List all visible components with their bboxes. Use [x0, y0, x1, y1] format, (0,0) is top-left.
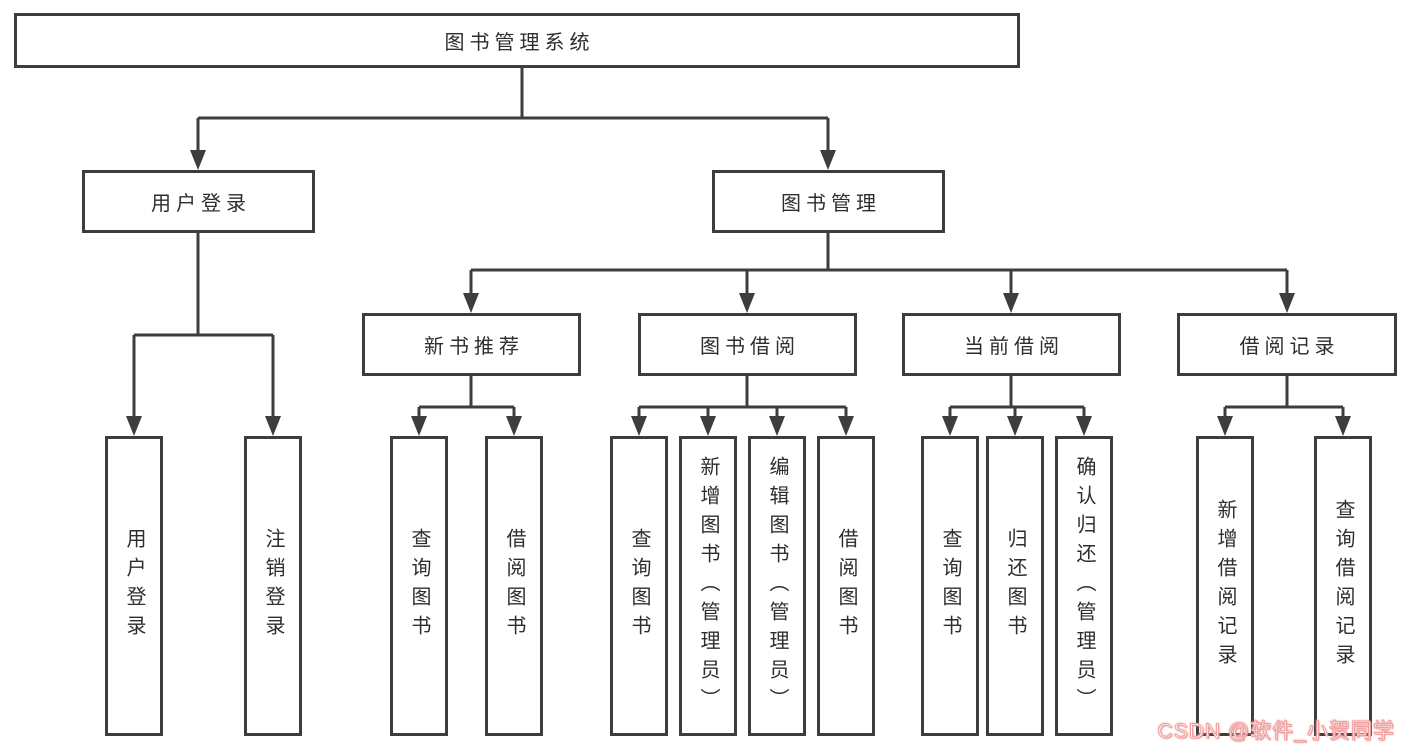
node-label: 借阅图书 — [835, 528, 857, 644]
node-edit-book-admin: 编辑图书（管理员） — [748, 436, 806, 736]
node-confirm-return-admin: 确认归还（管理员） — [1055, 436, 1113, 736]
node-borrow-book: 借阅图书 — [485, 436, 543, 736]
node-label: 查询图书 — [939, 528, 961, 644]
node-label: 新书推荐 — [424, 336, 524, 358]
node-add-borrow-record: 新增借阅记录 — [1196, 436, 1254, 736]
node-borrow-book: 借阅图书 — [817, 436, 875, 736]
node-label: 查询借阅记录 — [1332, 499, 1354, 673]
node-label: 借阅记录 — [1239, 336, 1340, 358]
node-label: 图书管理系统 — [444, 32, 595, 54]
node-label: 确认归还（管理员） — [1073, 455, 1095, 717]
node-book-management-branch: 图书管理 — [712, 170, 945, 233]
node-library-management-system: 图书管理系统 — [14, 13, 1020, 68]
node-label: 图书管理 — [781, 193, 881, 215]
csdn-watermark: CSDN @软件_小贺同学 — [1157, 720, 1395, 744]
node-new-book-recommend: 新书推荐 — [362, 313, 581, 376]
node-label: 用户登录 — [151, 193, 251, 215]
node-label: 注销登录 — [262, 528, 284, 644]
node-book-borrow: 图书借阅 — [638, 313, 857, 376]
node-logout: 注销登录 — [244, 436, 302, 736]
node-label: 归还图书 — [1004, 528, 1026, 644]
node-label: 新增借阅记录 — [1214, 499, 1236, 673]
node-borrow-records: 借阅记录 — [1177, 313, 1397, 376]
node-label: 当前借阅 — [964, 336, 1064, 358]
node-add-book-admin: 新增图书（管理员） — [679, 436, 737, 736]
node-label: 用户登录 — [123, 528, 145, 644]
node-label: 查询图书 — [408, 528, 430, 644]
node-user-login-branch: 用户登录 — [82, 170, 315, 233]
node-label: 借阅图书 — [503, 528, 525, 644]
node-query-book: 查询图书 — [390, 436, 448, 736]
node-label: 新增图书（管理员） — [697, 455, 719, 717]
node-user-login: 用户登录 — [105, 436, 163, 736]
node-current-borrow: 当前借阅 — [902, 313, 1121, 376]
node-label: 图书借阅 — [700, 336, 800, 358]
node-label: 查询图书 — [628, 528, 650, 644]
node-query-book: 查询图书 — [921, 436, 979, 736]
node-label: 编辑图书（管理员） — [766, 455, 788, 717]
node-return-book: 归还图书 — [986, 436, 1044, 736]
node-query-book: 查询图书 — [610, 436, 668, 736]
node-query-borrow-record: 查询借阅记录 — [1314, 436, 1372, 736]
